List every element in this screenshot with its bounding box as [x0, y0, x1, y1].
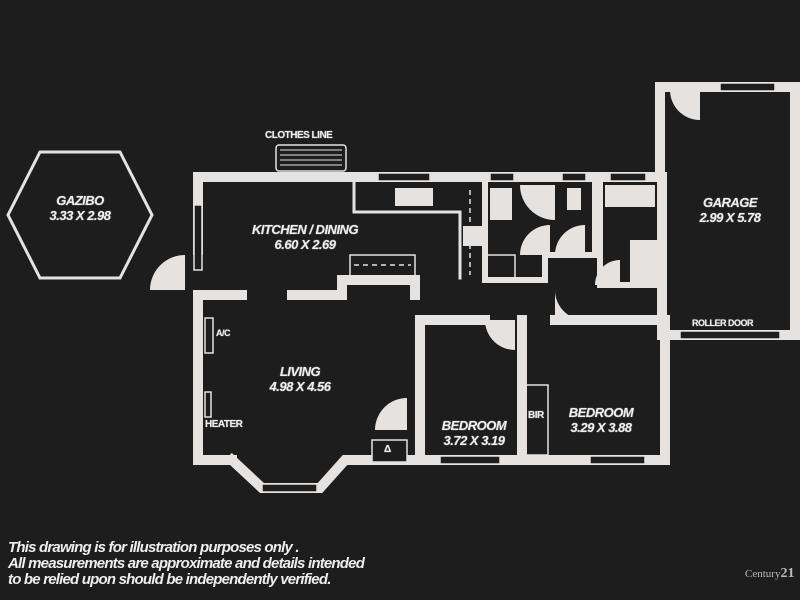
bedroom-walls — [410, 315, 670, 465]
ac-label: A/C — [216, 328, 231, 338]
room-name: BEDROOM — [568, 405, 634, 420]
window — [561, 172, 587, 182]
bir-cupboard — [525, 384, 549, 456]
room-size: 2.99 X 5.78 — [699, 210, 762, 225]
door-swing — [150, 255, 185, 290]
bedroom-inner — [415, 315, 490, 465]
ac-unit — [204, 317, 214, 354]
room-size: 6.60 X 2.69 — [274, 237, 337, 252]
garage-walls — [655, 82, 800, 340]
door-swing — [555, 225, 585, 255]
window — [193, 204, 203, 271]
door-swing — [595, 260, 620, 285]
logo-number: 21 — [780, 566, 795, 581]
bay-window — [224, 452, 420, 493]
window — [719, 82, 776, 92]
fireplace-icon: Δ — [384, 444, 391, 455]
heater-label: HEATER — [205, 419, 243, 430]
room-size: 3.33 X 2.98 — [49, 208, 112, 223]
linen-cupboard — [486, 254, 516, 281]
room-name: KITCHEN / DINING — [251, 222, 359, 237]
door-swing — [520, 225, 550, 255]
disclaimer-line: This drawing is for illustration purpose… — [8, 539, 300, 556]
heater-unit — [204, 391, 212, 418]
shower — [630, 240, 660, 285]
gazibo-outline — [6, 150, 154, 280]
clothes-line-label: CLOTHES LINE — [265, 130, 333, 141]
room-size: 3.29 X 3.88 — [570, 420, 633, 435]
room-name: GAZIBO — [56, 193, 104, 208]
disclaimer-line: All measurements are approximate and det… — [8, 555, 365, 572]
roller-door-label: ROLLER DOOR — [692, 318, 754, 328]
room-size: 4.98 X 4.56 — [269, 379, 332, 394]
door-swing — [485, 320, 515, 350]
door-swing — [555, 290, 585, 320]
bir-label: BIR — [528, 410, 544, 421]
door-swing — [670, 90, 700, 120]
outer-wall-left — [193, 290, 237, 465]
door-swing — [520, 185, 555, 220]
window — [439, 455, 501, 465]
cooktop — [463, 226, 483, 246]
door-swing — [375, 398, 407, 430]
linen-label: LNN — [489, 262, 507, 272]
room-name: BEDROOM — [441, 418, 507, 433]
clothes-line-frame — [275, 144, 347, 172]
century21-logo: Century21 — [745, 566, 794, 582]
kitchen-bench — [352, 180, 462, 280]
kitchen-divider-2 — [287, 275, 420, 300]
toilet — [567, 188, 581, 210]
window — [609, 172, 647, 182]
disclaimer-line: to be relied upon should be independentl… — [8, 571, 331, 588]
sink — [395, 188, 433, 206]
fireplace — [371, 439, 408, 463]
room-name: GARAGE — [702, 195, 758, 210]
logo-text: Century — [745, 568, 781, 580]
window — [589, 455, 646, 465]
window — [489, 172, 515, 182]
room-name: LIVING — [279, 364, 321, 379]
wet-area-wall — [482, 179, 598, 283]
disclaimer: This drawing is for illustration purpose… — [8, 539, 365, 588]
room-size: 3.72 X 3.19 — [443, 433, 506, 448]
island-bench — [349, 254, 416, 281]
window — [377, 172, 431, 182]
basin — [605, 185, 655, 207]
roller-door — [679, 330, 781, 340]
window — [261, 483, 318, 493]
bathtub — [490, 188, 512, 220]
